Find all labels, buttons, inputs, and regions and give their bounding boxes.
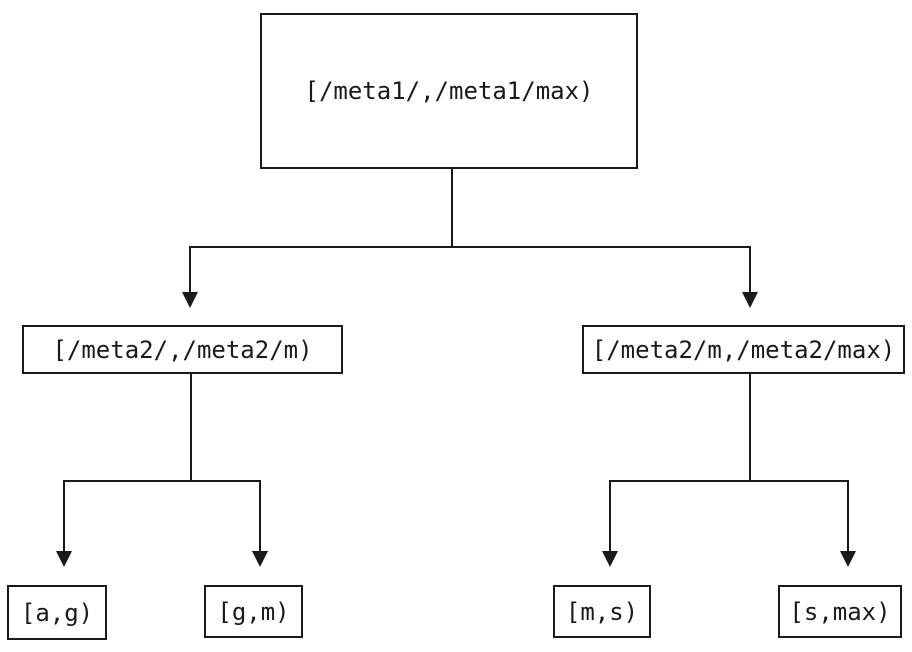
connector-left-branch [63,374,261,551]
tree-node-leaf-ms: [m,s) [553,585,651,638]
tree-node-leaf-gm-label: [g,m) [217,597,290,626]
connector-right-branch [609,374,849,551]
tree-node-leaf-smax-label: [s,max) [789,597,891,626]
tree-node-mid-left: [/meta2/,/meta2/m) [22,325,343,374]
arrowhead-down-icon [182,292,198,308]
arrowhead-down-icon [742,292,758,308]
tree-node-leaf-ms-label: [m,s) [565,597,639,626]
arrowhead-down-icon [252,551,268,567]
tree-node-leaf-ag-label: [a,g) [20,598,94,627]
tree-node-mid-right: [/meta2/m,/meta2/max) [582,325,905,374]
tree-node-mid-left-label: [/meta2/,/meta2/m) [52,335,313,364]
connector-root-branch [189,169,751,292]
arrowhead-down-icon [56,551,72,567]
tree-node-root: [/meta1/,/meta1/max) [260,13,638,169]
arrowhead-down-icon [840,551,856,567]
arrowhead-down-icon [602,551,618,567]
tree-node-leaf-smax: [s,max) [778,585,902,638]
tree-node-leaf-ag: [a,g) [7,585,107,640]
tree-node-root-label: [/meta1/,/meta1/max) [304,77,594,105]
tree-node-mid-right-label: [/meta2/m,/meta2/max) [591,335,896,364]
tree-node-leaf-gm: [g,m) [204,585,303,638]
